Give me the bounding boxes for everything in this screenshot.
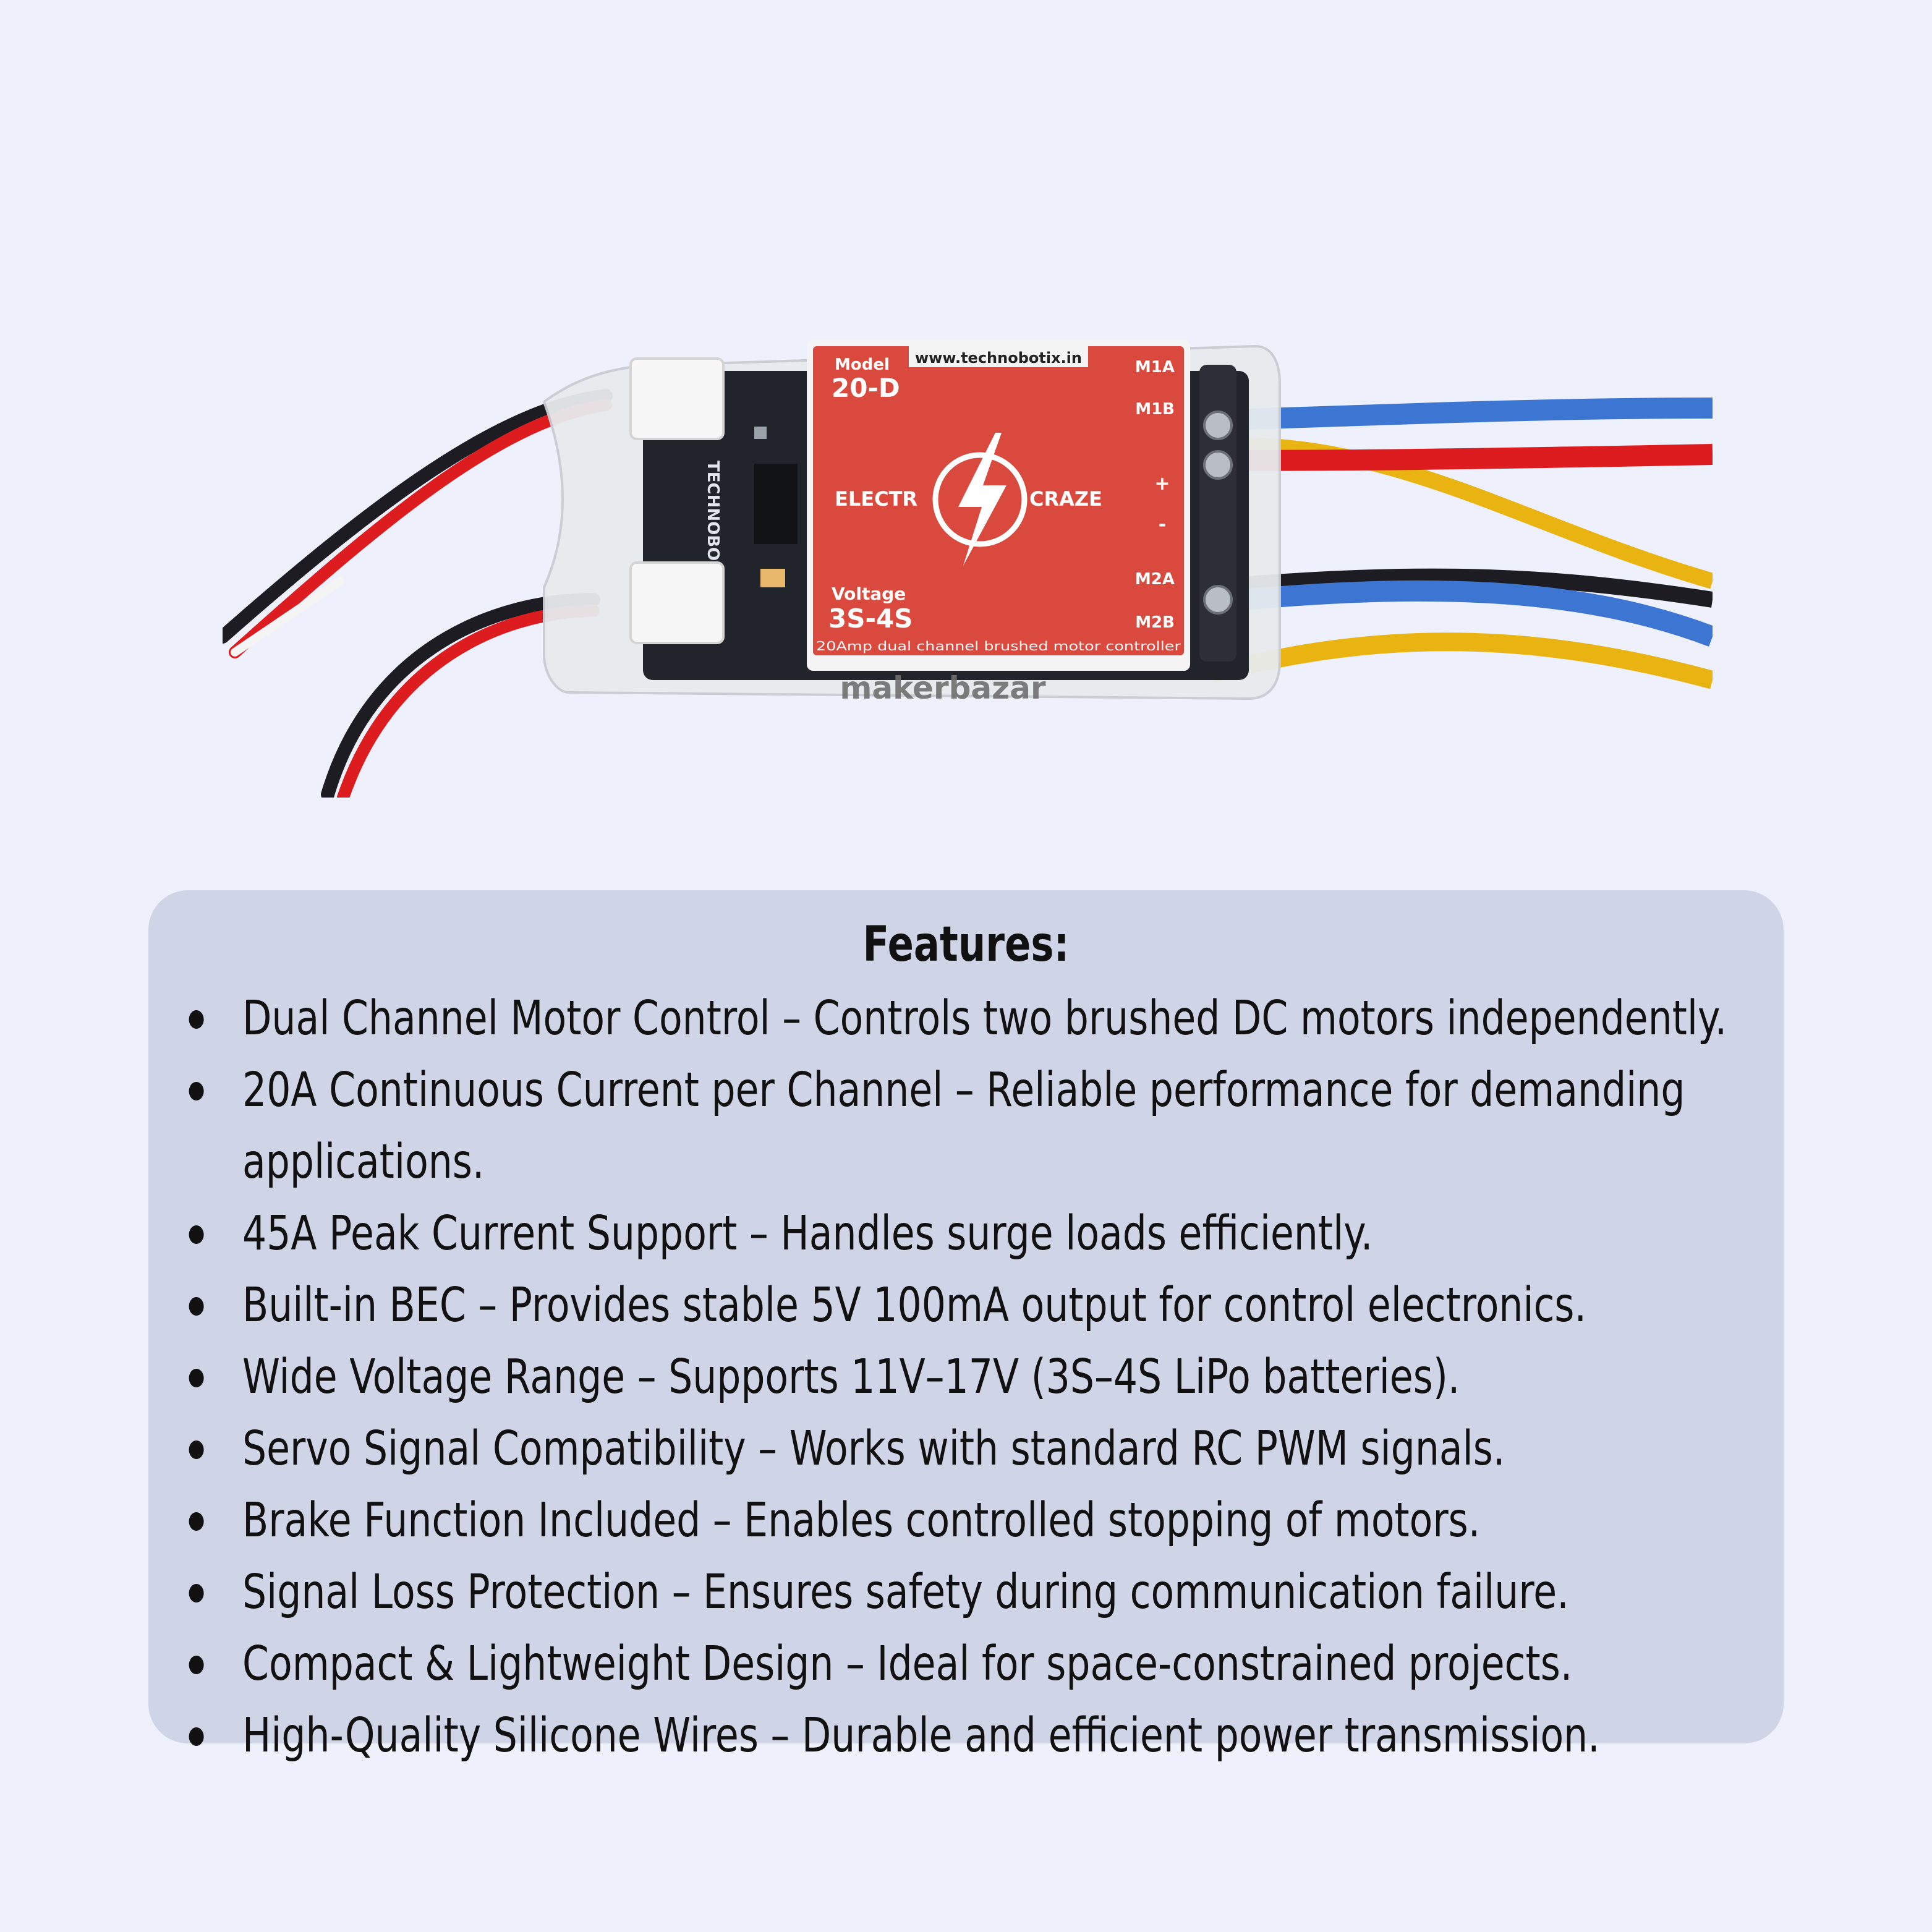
- terminal-label-plus: +: [1154, 473, 1170, 495]
- bullet-icon: [189, 1369, 204, 1387]
- list-item: Signal Loss Protection – Ensures safety …: [183, 1557, 1766, 1628]
- bullet-icon: [189, 1010, 204, 1029]
- watermark-logo: makerbazar: [840, 670, 1046, 706]
- board-voltage-value: 3S-4S: [828, 603, 913, 634]
- bullet-icon: [189, 1512, 204, 1531]
- jst-connector: [629, 561, 725, 644]
- board-model-label: Model: [835, 355, 890, 374]
- list-item: Dual Channel Motor Control – Controls tw…: [183, 983, 1766, 1055]
- feature-text: 45A Peak Current Support – Handles surge…: [242, 1206, 1373, 1261]
- features-title: Features:: [862, 917, 1070, 972]
- terminal-label-m2a: M2A: [1135, 570, 1175, 589]
- list-item: Wide Voltage Range – Supports 11V–17V (3…: [183, 1342, 1766, 1413]
- jst-connector: [629, 357, 725, 440]
- list-item: Compact & Lightweight Design – Ideal for…: [183, 1628, 1766, 1700]
- lightning-logo-icon: [932, 433, 1028, 566]
- screw-terminal: [1203, 411, 1233, 440]
- feature-text: Wide Voltage Range – Supports 11V–17V (3…: [242, 1350, 1460, 1405]
- smd-component: [760, 569, 785, 587]
- screw-terminal: [1203, 450, 1233, 480]
- feature-text: Built-in BEC – Provides stable 5V 100mA …: [242, 1278, 1587, 1333]
- product-image: TECHNOBO www.technobotix.in Model 20-D E…: [223, 340, 1713, 798]
- bullet-icon: [189, 1656, 204, 1674]
- bullet-icon: [189, 1297, 204, 1316]
- feature-text: Compact & Lightweight Design – Ideal for…: [242, 1636, 1573, 1692]
- bullet-icon: [189, 1082, 204, 1100]
- feature-text: Brake Function Included – Enables contro…: [242, 1493, 1481, 1548]
- terminal-label-m1a: M1A: [1135, 358, 1175, 377]
- board-brand-right: CRAZE: [1029, 487, 1102, 511]
- list-item: Brake Function Included – Enables contro…: [183, 1485, 1766, 1557]
- board-description: 20Amp dual channel brushed motor control…: [816, 639, 1181, 653]
- features-panel: Features: Dual Channel Motor Control – C…: [148, 890, 1784, 1763]
- smd-component: [754, 427, 767, 439]
- terminal-label-m2b: M2B: [1135, 613, 1175, 632]
- feature-text: High-Quality Silicone Wires – Durable an…: [242, 1708, 1600, 1763]
- features-list: Dual Channel Motor Control – Controls tw…: [183, 983, 1766, 1772]
- screw-terminal-block: [1199, 365, 1236, 662]
- bullet-icon: [189, 1584, 204, 1602]
- feature-text: 20A Continuous Current per Channel – Rel…: [242, 1063, 1685, 1189]
- feature-text: Signal Loss Protection – Ensures safety …: [242, 1565, 1569, 1620]
- list-item: Servo Signal Compatibility – Works with …: [183, 1413, 1766, 1485]
- list-item: 20A Continuous Current per Channel – Rel…: [183, 1055, 1766, 1198]
- board-voltage-label: Voltage: [832, 584, 906, 604]
- list-item: 45A Peak Current Support – Handles surge…: [183, 1198, 1766, 1270]
- bullet-icon: [189, 1727, 204, 1746]
- board-brand-left: ELECTR: [835, 487, 917, 511]
- pcb-side-text: TECHNOBO: [704, 461, 722, 561]
- feature-text: Servo Signal Compatibility – Works with …: [242, 1421, 1505, 1476]
- motor-wires: [1209, 398, 1713, 689]
- terminal-label-m1b: M1B: [1135, 400, 1175, 419]
- board-website: www.technobotix.in: [915, 349, 1082, 367]
- board-label-red: [813, 346, 1184, 655]
- feature-text: Dual Channel Motor Control – Controls tw…: [242, 991, 1727, 1046]
- ic-chip: [754, 464, 798, 544]
- list-item: Built-in BEC – Provides stable 5V 100mA …: [183, 1270, 1766, 1342]
- board-model-value: 20-D: [832, 373, 900, 403]
- terminal-label-minus: -: [1159, 514, 1166, 535]
- list-item: High-Quality Silicone Wires – Durable an…: [183, 1700, 1766, 1772]
- screw-terminal: [1203, 585, 1233, 615]
- bullet-icon: [189, 1440, 204, 1459]
- bullet-icon: [189, 1225, 204, 1244]
- website-strip: [909, 346, 1088, 367]
